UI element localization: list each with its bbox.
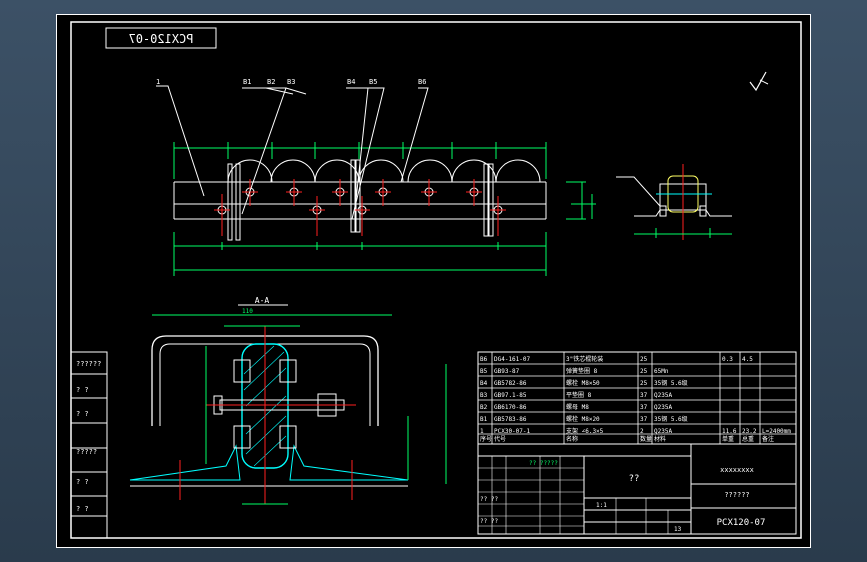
bom-cell-code: GB97.1-85 — [494, 392, 527, 399]
callout-b5: B5 — [369, 78, 377, 86]
bom-cell-w1: 11.6 — [722, 428, 737, 435]
bom-cell-code: DG4-161-07 — [494, 356, 531, 363]
bom-cell-name: 支架 ∠6.3×5 — [566, 427, 604, 435]
bom-cell-no: B2 — [480, 404, 488, 411]
bom-cell-w2: 4.5 — [742, 356, 753, 363]
bom-cell-qty: 37 — [640, 416, 648, 423]
scale-cell: 1:1 — [596, 502, 607, 509]
bom-cell-name: 螺栓 M8×50 — [566, 379, 600, 387]
bom-header-cell: 备注 — [762, 435, 774, 443]
bom-table: B6 DG4-161-07 3"铁芯棍轮装 25 0.3 4.5B5 GB93-87 弹簧垫圈… — [477, 351, 797, 445]
inner-frame — [70, 21, 802, 539]
left-cell-6: ? ? — [76, 505, 89, 513]
drawing-code: PCX120-07 — [717, 518, 766, 528]
drawing-sheet: PCX120-07 ?????? ? ? ? ? ????? ? ? ? ? — [56, 14, 811, 548]
left-cell-3: ? ? — [76, 410, 89, 418]
bom-cell-no: B4 — [480, 380, 488, 387]
mirrored-drawing-code: PCX120-07 — [128, 32, 193, 46]
drawing-name: ?? — [629, 474, 640, 484]
company-name: xxxxxxxx — [720, 466, 754, 474]
bom-cell-mat: 65Mn — [654, 368, 669, 375]
outer-frame — [56, 14, 811, 548]
bom-cell-code: GB5783-86 — [494, 416, 527, 423]
bom-cell-qty: 25 — [640, 356, 648, 363]
bom-header-cell: 代号 — [494, 435, 506, 443]
left-cell-2: ? ? — [76, 386, 89, 394]
bracket-plates — [227, 159, 494, 241]
bom-cell-w2: 23.2 — [742, 428, 757, 435]
bom-cell-name: 螺栓 M8×20 — [566, 415, 600, 423]
bom-header-cell: 材料 — [654, 435, 666, 443]
block-note: ?? ????? — [529, 460, 558, 467]
callout-b2: B2 — [267, 78, 275, 86]
bom-cell-name: 螺母 M8 — [566, 403, 589, 411]
left-cell-5: ? ? — [76, 478, 89, 486]
front-centerlines — [214, 179, 506, 236]
bom-cell-name: 平垫圈 8 — [566, 391, 592, 399]
bom-cell-no: B5 — [480, 368, 488, 375]
front-dimensions — [173, 142, 596, 276]
bom-header-cell: 数量 — [640, 435, 652, 443]
bom-cell-code: GB93-87 — [494, 368, 520, 375]
bom-cell-qty: 25 — [640, 380, 648, 387]
sheet-count: 13 — [674, 526, 682, 533]
bom-cell-mat: 35钢 5.6级 — [654, 379, 688, 387]
callout-leaders — [156, 85, 429, 220]
left-cell-1: ?????? — [76, 360, 101, 368]
roughness-symbol — [749, 71, 767, 92]
bom-cell-no: B1 — [480, 416, 488, 423]
bom-header-cell: 单重 — [722, 435, 734, 443]
block-sign-1: ?? ?? — [480, 496, 498, 503]
bom-cell-no: B6 — [480, 356, 488, 363]
bom-header-cell: 名称 — [566, 435, 578, 443]
roller-arcs — [227, 159, 541, 183]
section-view: A-A 110 — [129, 296, 447, 505]
bom-cell-mat: Q235A — [654, 428, 672, 435]
designer-name: ?????? — [724, 491, 749, 499]
bom-rows: B6 DG4-161-07 3"铁芯棍轮装 25 0.3 4.5B5 GB93-87 弹簧垫圈… — [480, 355, 791, 443]
bom-header-cell: 总重 — [742, 435, 754, 443]
bom-cell-name: 3"铁芯棍轮装 — [566, 355, 603, 363]
title-block: xxxxxxxx ?????? PCX120-07 ?? ?? ????? ??… — [477, 443, 797, 535]
callout-b3: B3 — [287, 78, 295, 86]
drawing-canvas: PCX120-07 ?????? ? ? ? ? ????? ? ? ? ? — [56, 14, 811, 548]
bom-cell-qty: 37 — [640, 404, 648, 411]
callout-1: 1 — [156, 78, 160, 86]
bom-cell-code: GB5782-86 — [494, 380, 527, 387]
section-label: A-A — [255, 296, 270, 305]
bom-cell-code: GB6170-86 — [494, 404, 527, 411]
bom-cell-note: L=2400mm — [762, 428, 791, 435]
section-top-dim: 110 — [242, 308, 253, 315]
bom-cell-w1: 0.3 — [722, 356, 733, 363]
bom-cell-qty: 25 — [640, 368, 648, 375]
code-box — [105, 27, 217, 49]
roughness-tick — [759, 79, 769, 85]
bom-cell-mat: Q235A — [654, 404, 672, 411]
block-sign-2: ?? ?? — [480, 518, 498, 525]
side-view — [616, 164, 732, 240]
bom-cell-no: B3 — [480, 392, 488, 399]
left-strip: ?????? ? ? ? ? ????? ? ? ? ? — [70, 351, 108, 539]
left-cell-4: ????? — [76, 448, 97, 456]
callout-b6: B6 — [418, 78, 426, 86]
bom-cell-name: 弹簧垫圈 8 — [566, 367, 598, 375]
front-view: 1 B1 B2 B3 B4 B5 B6 — [156, 78, 596, 276]
bom-cell-qty: 2 — [640, 428, 644, 435]
bom-header-cell: 序号 — [480, 435, 492, 443]
callout-b4: B4 — [347, 78, 355, 86]
bom-cell-mat: Q235A — [654, 392, 672, 399]
bom-cell-code: PCX30-07-1 — [494, 428, 531, 435]
callout-b1: B1 — [243, 78, 251, 86]
bom-cell-qty: 37 — [640, 392, 648, 399]
bom-cell-no: 1 — [480, 428, 484, 435]
bom-cell-mat: 35钢 5.6级 — [654, 415, 688, 423]
